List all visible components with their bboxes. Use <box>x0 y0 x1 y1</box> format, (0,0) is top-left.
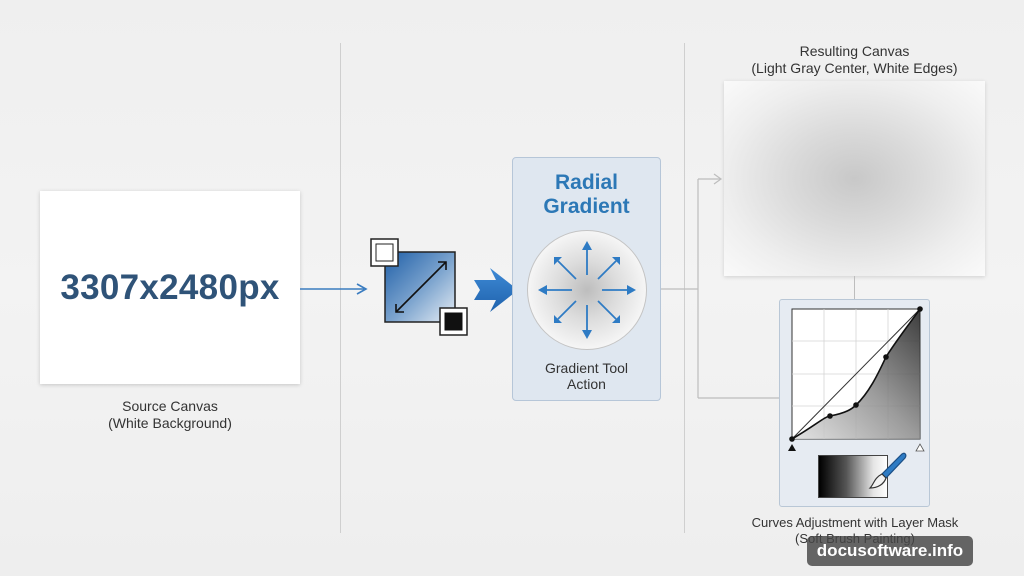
source-caption-line1: Source Canvas <box>122 398 218 414</box>
section-divider-1 <box>340 43 341 533</box>
result-connector <box>854 276 855 299</box>
branch-connectors <box>661 173 780 399</box>
source-caption: Source Canvas (White Background) <box>60 398 280 432</box>
curves-graph <box>788 306 925 452</box>
gradient-tool-panel: Radial Gradient Gradient Tool Action <box>512 157 661 401</box>
watermark: docusoftware.info <box>807 536 973 566</box>
tool-caption-line2: Action <box>567 376 606 392</box>
result-caption-line2: (Light Gray Center, White Edges) <box>751 60 958 76</box>
source-caption-line2: (White Background) <box>108 415 232 431</box>
tool-title-line2: Gradient <box>543 195 630 218</box>
arrow-right-icon <box>474 268 518 312</box>
tool-caption: Gradient Tool Action <box>513 360 660 392</box>
curves-panel <box>779 299 930 507</box>
radial-arrows-icon <box>538 241 636 339</box>
flow-arrow-1 <box>300 283 368 295</box>
paintbrush-icon <box>868 452 907 489</box>
result-caption-line1: Resulting Canvas <box>799 43 910 59</box>
source-canvas: 3307x2480px <box>40 191 300 384</box>
result-caption: Resulting Canvas (Light Gray Center, Whi… <box>724 43 985 77</box>
curves-caption-line1: Curves Adjustment with Layer Mask <box>751 515 959 530</box>
section-divider-2 <box>684 43 685 533</box>
gradient-swatch-icon <box>370 238 468 336</box>
tool-caption-line1: Gradient Tool <box>544 360 628 376</box>
source-dimensions: 3307x2480px <box>60 267 280 307</box>
tool-title-line1: Radial <box>554 171 619 194</box>
result-canvas <box>724 81 985 276</box>
